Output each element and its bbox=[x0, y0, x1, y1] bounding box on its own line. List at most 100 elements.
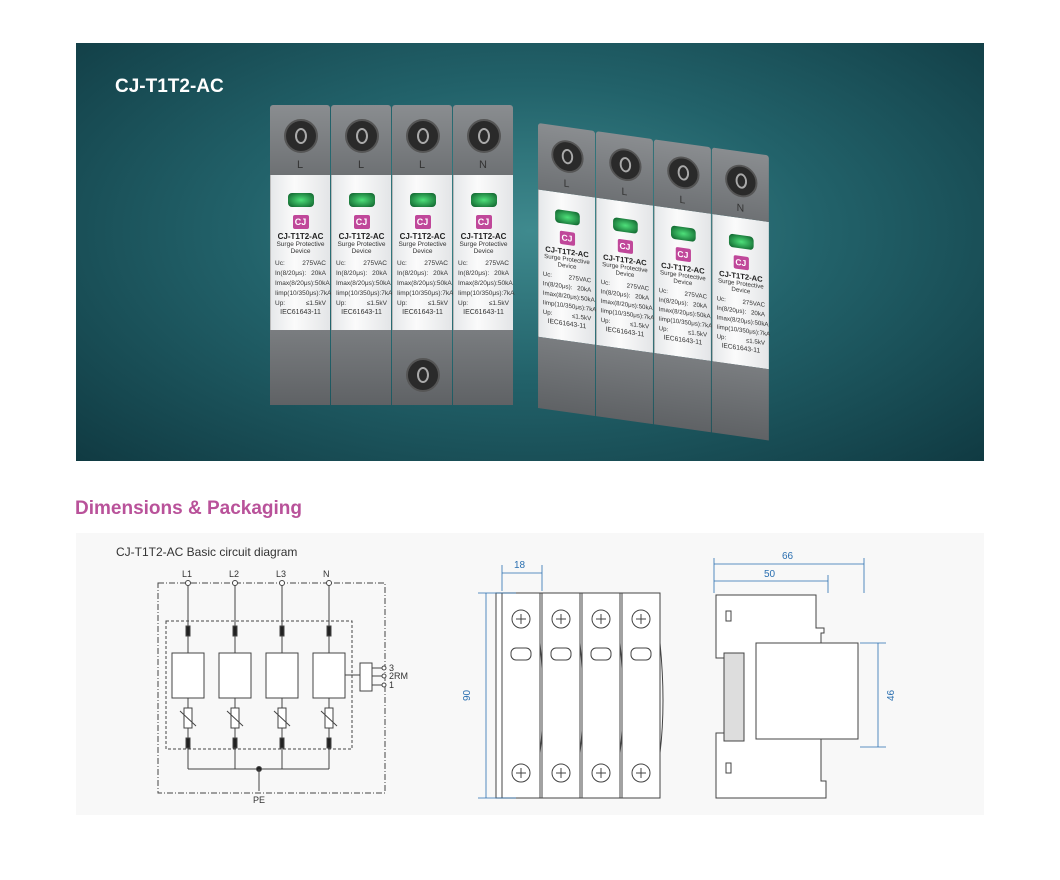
terminal-screw-icon bbox=[406, 119, 440, 153]
terminal-label: L bbox=[357, 159, 365, 171]
terminal-label: N bbox=[736, 202, 745, 215]
dim-depth-total: 66 bbox=[782, 551, 794, 562]
brand-logo: CJ bbox=[414, 215, 431, 229]
line-label: L1 bbox=[182, 569, 192, 579]
module-name: CJ-T1T2-AC bbox=[277, 232, 324, 241]
spec-value: 275VAC bbox=[302, 260, 326, 267]
module-desc: Surge Protective bbox=[276, 241, 325, 248]
dim-depth-front: 50 bbox=[764, 569, 776, 580]
spec-value: ≤1.5kV bbox=[366, 300, 387, 307]
module-desc: Surge Protective bbox=[337, 241, 386, 248]
status-indicator bbox=[348, 193, 375, 207]
terminal-screw-icon bbox=[345, 119, 379, 153]
module-desc: Device bbox=[290, 248, 311, 255]
brand-logo: CJ bbox=[617, 238, 633, 255]
spec-value: 50kA bbox=[497, 280, 513, 287]
spec-value: 275VAC bbox=[485, 260, 509, 267]
spec-label: In(8/20μs): bbox=[275, 270, 307, 277]
line-label: N bbox=[323, 569, 330, 579]
terminal-label: L bbox=[563, 177, 570, 191]
circuit-diagram bbox=[157, 580, 387, 794]
spec-value: 7kA bbox=[381, 290, 393, 297]
terminal-label: L bbox=[296, 159, 304, 171]
dim-module-width: 18 bbox=[514, 560, 526, 571]
spec-value: 50kA bbox=[314, 280, 330, 287]
spec-label: Imax(8/20μs): bbox=[336, 280, 376, 287]
line-label: L2 bbox=[229, 569, 239, 579]
remote-terminal-label: 2RM bbox=[389, 671, 408, 681]
spec-label: Iimp(10/350μs): bbox=[397, 290, 443, 297]
spec-value: 50kA bbox=[436, 280, 452, 287]
spec-value: ≤1.5kV bbox=[488, 300, 509, 307]
remote-terminal-label: 3 bbox=[389, 663, 394, 673]
product-banner: CJ-T1T2-AC L CJ CJ-T1T2-AC Surge Protect… bbox=[76, 43, 984, 461]
module-name: CJ-T1T2-AC bbox=[399, 232, 446, 241]
spec-label: Uc: bbox=[397, 260, 407, 267]
spec-label: Up: bbox=[458, 300, 469, 307]
spec-value: 20kA bbox=[372, 270, 387, 277]
module-name: CJ-T1T2-AC bbox=[460, 232, 507, 241]
spec-value: 275VAC bbox=[363, 260, 387, 267]
product-title: CJ-T1T2-AC bbox=[115, 76, 224, 97]
terminal-label: L bbox=[621, 186, 628, 199]
spec-value: 50kA bbox=[375, 280, 391, 287]
module-standard: IEC61643-11 bbox=[341, 309, 382, 316]
brand-logo: CJ bbox=[675, 246, 691, 263]
spec-label: Imax(8/20μs): bbox=[458, 280, 498, 287]
status-indicator bbox=[670, 225, 696, 242]
section-title: Dimensions & Packaging bbox=[75, 498, 303, 519]
brand-logo: CJ bbox=[733, 254, 749, 271]
brand-logo: CJ bbox=[353, 215, 370, 229]
dim-height: 90 bbox=[462, 689, 473, 701]
remote-terminal-label: 1 bbox=[389, 680, 394, 690]
spec-value: 20kA bbox=[494, 270, 509, 277]
terminal-label: N bbox=[479, 159, 487, 171]
brand-logo: CJ bbox=[475, 215, 492, 229]
dim-rail-height: 46 bbox=[886, 689, 897, 701]
spec-label: Imax(8/20μs): bbox=[275, 280, 315, 287]
terminal-screw-icon bbox=[284, 119, 318, 153]
spec-value: 275VAC bbox=[424, 260, 448, 267]
module-name: CJ-T1T2-AC bbox=[338, 232, 385, 241]
module-standard: IEC61643-11 bbox=[280, 309, 321, 316]
spec-label: Iimp(10/350μs): bbox=[336, 290, 382, 297]
spec-label: Imax(8/20μs): bbox=[397, 280, 437, 287]
dimension-lines bbox=[478, 558, 886, 799]
module-desc: Device bbox=[412, 248, 433, 255]
dimensions-panel: CJ-T1T2-AC Basic circuit diagram 18 90 6… bbox=[76, 533, 984, 815]
status-indicator bbox=[409, 193, 436, 207]
status-indicator bbox=[287, 193, 314, 207]
spec-value: ≤1.5kV bbox=[427, 300, 448, 307]
brand-logo: CJ bbox=[559, 230, 575, 246]
spec-label: Iimp(10/350μs): bbox=[275, 290, 321, 297]
spec-value: 7kA bbox=[320, 290, 332, 297]
status-indicator bbox=[470, 193, 497, 207]
module-standard: IEC61643-11 bbox=[402, 309, 443, 316]
spec-value: 20kA bbox=[433, 270, 448, 277]
circuit-diagram-title: CJ-T1T2-AC Basic circuit diagram bbox=[116, 545, 298, 559]
spec-label: Up: bbox=[397, 300, 408, 307]
module-desc: Surge Protective bbox=[398, 241, 447, 248]
spec-label: Uc: bbox=[458, 260, 468, 267]
spec-value: 7kA bbox=[442, 290, 454, 297]
terminal-label: L bbox=[418, 159, 426, 171]
module-desc: Device bbox=[473, 248, 494, 255]
spec-label: In(8/20μs): bbox=[336, 270, 368, 277]
spec-value: ≤1.5kV bbox=[305, 300, 326, 307]
ground-label: PE bbox=[253, 795, 265, 805]
front-view-drawing bbox=[495, 592, 664, 799]
spec-label: Iimp(10/350μs): bbox=[458, 290, 504, 297]
status-indicator bbox=[554, 208, 580, 226]
status-indicator bbox=[728, 233, 754, 251]
spec-label: Up: bbox=[336, 300, 347, 307]
terminal-label: L bbox=[679, 194, 686, 207]
spec-label: In(8/20μs): bbox=[397, 270, 429, 277]
